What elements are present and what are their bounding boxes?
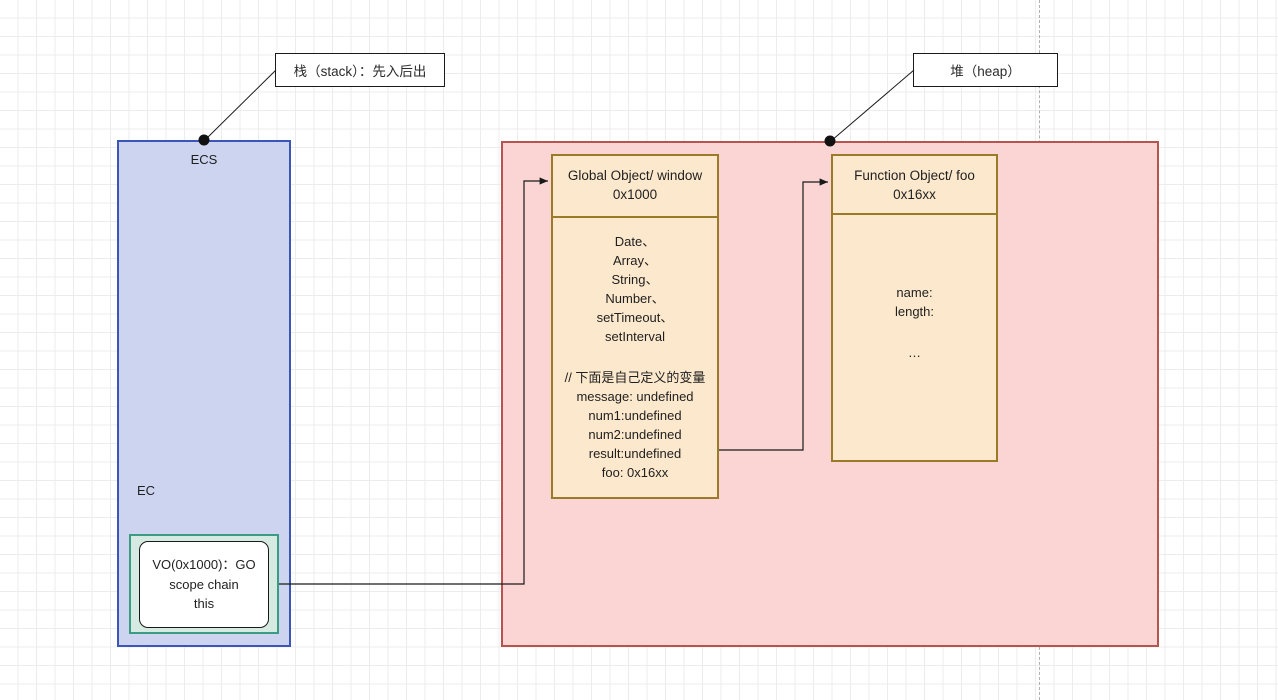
global-object-title: Global Object/ window [567,168,703,183]
stack-ecs-label: ECS [190,152,218,167]
global-variables-comment: // 下面是自己定义的变量 [564,370,706,385]
vo-line-2: scope chain [169,576,239,592]
global-variable-item: num2:undefined [588,427,682,442]
function-property-item: name: [896,285,933,300]
stack-callout-label[interactable]: 栈（stack）：先入后出 [275,53,445,87]
stack-callout-leader [204,69,277,141]
global-variable-item: message: undefined [576,389,694,404]
function-object-title: Function Object/ foo [854,168,975,183]
global-builtin-item: Number、 [605,291,665,306]
function-property-ellipsis: … [908,345,921,360]
global-object-card[interactable]: Global Object/ window 0x1000 Date、 Array… [551,154,719,499]
vo-inner-box[interactable]: VO(0x1000)：GO scope chain this [139,541,269,628]
global-object-body: Date、 Array、 String、 Number、 setTimeout、… [553,218,717,482]
function-object-body: name: length: … [833,215,996,362]
global-variable-item: result:undefined [588,446,682,461]
vo-line-1: VO(0x1000)：GO [152,557,256,573]
function-object-card[interactable]: Function Object/ foo 0x16xx name: length… [831,154,998,462]
global-builtin-item: setInterval [605,329,665,344]
global-builtin-item: String、 [611,272,659,287]
function-property-item: length: [894,304,935,319]
function-object-address: 0x16xx [893,187,936,202]
heap-callout-leader [830,69,915,142]
global-variable-item: num1:undefined [588,408,682,423]
function-object-header: Function Object/ foo 0x16xx [833,156,996,215]
global-builtin-item: setTimeout、 [596,310,674,325]
global-object-header: Global Object/ window 0x1000 [553,156,717,218]
vo-line-3: this [193,596,215,612]
global-variable-item: foo: 0x16xx [601,465,669,480]
global-object-address: 0x1000 [612,187,658,202]
heap-callout-label[interactable]: 堆（heap） [913,53,1058,87]
global-builtin-item: Array、 [612,253,658,268]
stack-ec-label: EC [137,483,156,498]
global-builtin-item: Date、 [614,234,656,249]
